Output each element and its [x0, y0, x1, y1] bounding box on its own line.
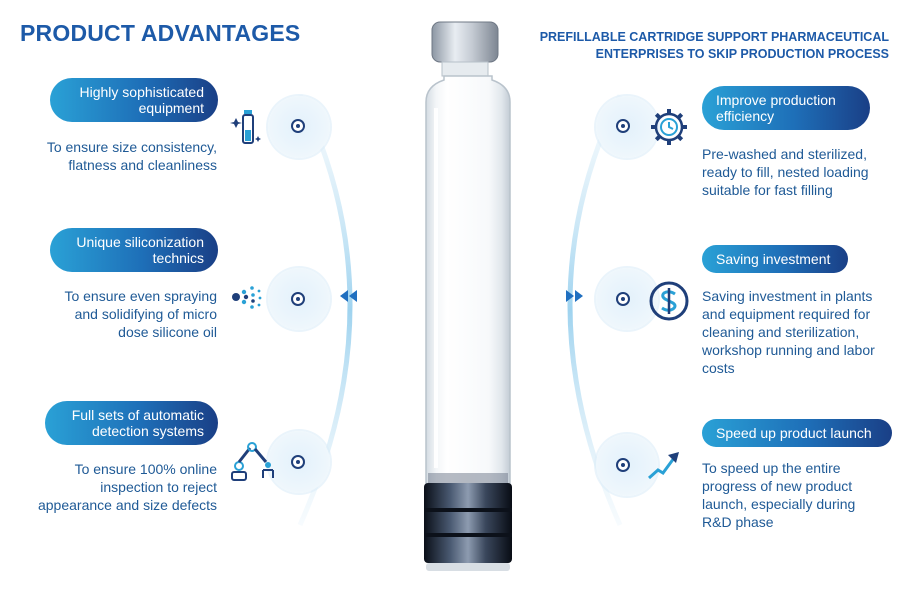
desc-line: To ensure even spraying [64, 288, 217, 304]
bullet-dot-icon [616, 292, 630, 306]
desc-line: ready to fill, nested loading [702, 164, 869, 180]
vials-sparkle-icon [230, 110, 261, 144]
feature-desc-siliconization: To ensure even spraying and solidifying … [10, 287, 217, 341]
desc-line: Pre-washed and sterilized, [702, 146, 867, 162]
feature-pill-investment: Saving investment [702, 245, 848, 273]
spray-icon [232, 286, 262, 309]
feature-pill-efficiency: Improve production efficiency [702, 86, 870, 130]
dollar-icon [649, 281, 689, 321]
subtitle-line-1: PREFILLABLE CARTRIDGE SUPPORT PHARMACEUT… [539, 30, 889, 44]
bullet-dot-icon [291, 292, 305, 306]
pill-title-line: detection systems [91, 423, 204, 439]
desc-line: costs [702, 360, 735, 376]
feature-pill-siliconization: Unique siliconization technics [50, 228, 218, 272]
feature-pill-equipment: Highly sophisticated equipment [50, 78, 218, 122]
desc-line: To ensure size consistency, [46, 139, 217, 155]
pill-title-line: Speed up product launch [716, 425, 872, 441]
feature-desc-efficiency: Pre-washed and sterilized, ready to fill… [702, 145, 897, 199]
desc-line: and solidifying of micro [74, 306, 217, 322]
desc-line: launch, especially during [702, 496, 856, 512]
trend-arrow-icon [648, 452, 679, 480]
bullet-dot-icon [616, 119, 630, 133]
desc-line: and equipment required for [702, 306, 871, 322]
pill-title-line: Full sets of automatic [71, 407, 204, 423]
page-subtitle: PREFILLABLE CARTRIDGE SUPPORT PHARMACEUT… [489, 29, 889, 63]
desc-line: To ensure 100% online [74, 461, 217, 477]
desc-line: suitable for fast filling [702, 182, 833, 198]
feature-desc-launch: To speed up the entire progress of new p… [702, 459, 897, 531]
desc-line: dose silicone oil [118, 324, 217, 340]
pill-title-line: Improve production [716, 92, 836, 108]
robot-arm-icon [231, 442, 274, 481]
subtitle-line-2: ENTERPRISES TO SKIP PRODUCTION PROCESS [595, 47, 889, 61]
desc-line: inspection to reject [100, 479, 217, 495]
desc-line: Saving investment in plants [702, 288, 873, 304]
pill-title-line: Highly sophisticated [79, 84, 204, 100]
pill-title-line: Saving investment [716, 251, 831, 267]
right-double-chevron-icon [566, 290, 583, 302]
desc-line: R&D phase [702, 514, 774, 530]
desc-line: flatness and cleanliness [68, 157, 217, 173]
feature-pill-detection: Full sets of automatic detection systems [45, 401, 218, 445]
feature-pill-launch: Speed up product launch [702, 419, 892, 447]
feature-desc-equipment: To ensure size consistency, flatness and… [10, 138, 217, 174]
desc-line: appearance and size defects [37, 497, 217, 513]
bullet-dot-icon [291, 455, 305, 469]
pill-title-line: efficiency [716, 108, 775, 124]
pill-title-line: Unique siliconization [76, 234, 204, 250]
desc-line: To speed up the entire [702, 460, 841, 476]
gear-clock-icon [651, 109, 687, 145]
cartridge-image [424, 21, 512, 571]
desc-line: workshop running and labor [702, 342, 875, 358]
page-title: PRODUCT ADVANTAGES [20, 20, 301, 46]
bullet-dot-icon [291, 119, 305, 133]
left-double-chevron-icon [340, 290, 357, 302]
bullet-dot-icon [616, 458, 630, 472]
feature-desc-detection: To ensure 100% online inspection to reje… [5, 460, 217, 514]
feature-desc-investment: Saving investment in plants and equipmen… [702, 287, 897, 377]
pill-title-line: equipment [138, 100, 204, 116]
pill-title-line: technics [152, 250, 204, 266]
desc-line: progress of new product [702, 478, 853, 494]
desc-line: cleaning and sterilization, [702, 324, 860, 340]
